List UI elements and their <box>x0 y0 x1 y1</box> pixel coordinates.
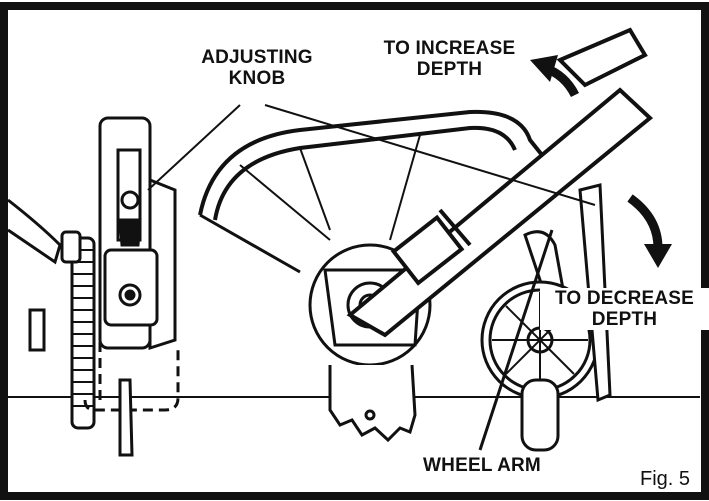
depth-housing <box>83 116 180 457</box>
increase-depth-label-line1: TO INCREASE <box>383 38 516 59</box>
decrease-depth-label: TO DECREASE DEPTH <box>540 288 709 330</box>
increase-depth-label: TO INCREASE DEPTH <box>365 38 534 80</box>
wheel-arm-label: WHEEL ARM <box>405 455 559 476</box>
decrease-depth-label-line2: DEPTH <box>591 309 658 330</box>
decrease-depth-label-line1: TO DECREASE <box>554 288 695 309</box>
increase-depth-arrow <box>530 55 580 98</box>
adjusting-knob-label-line2: KNOB <box>228 68 286 89</box>
adjusting-knob-leader-1 <box>147 104 241 191</box>
main-shaft <box>346 27 654 338</box>
increase-depth-label-line2: DEPTH <box>416 59 483 80</box>
decrease-depth-arrow <box>627 194 672 268</box>
left-wheel-assembly <box>7 198 96 430</box>
adjusting-knob-leader-2 <box>264 104 596 206</box>
edger-blade <box>328 364 417 443</box>
blade-guard <box>198 109 552 274</box>
adjusting-knob-label: ADJUSTING KNOB <box>185 47 329 89</box>
figure-number: Fig. 5 <box>640 468 691 490</box>
wheel-arm-leader <box>478 229 554 451</box>
adjusting-knob-label-line1: ADJUSTING <box>201 47 313 68</box>
